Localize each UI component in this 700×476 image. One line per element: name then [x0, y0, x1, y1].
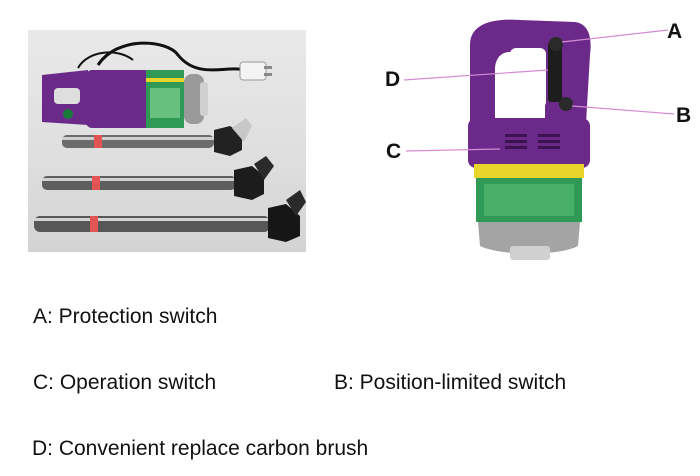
vent-slots: [505, 134, 560, 149]
callout-a: A: [667, 20, 683, 43]
carbon-brush-cover: [548, 42, 562, 102]
handle-grip-hole: [54, 88, 80, 104]
motor-body: [86, 70, 156, 128]
power-cord-loop: [77, 51, 134, 69]
callout-line-d: [403, 69, 549, 81]
power-cord: [96, 41, 244, 72]
protection-switch: [549, 37, 563, 51]
product-photo: [28, 30, 306, 252]
handle-opening: [510, 48, 546, 108]
caption-position-limited-switch: B: Position-limited switch: [334, 371, 567, 394]
callout-line-b: [571, 105, 675, 115]
caption-operation-switch: C: Operation switch: [33, 371, 217, 394]
callout-c: C: [386, 140, 402, 163]
shaft-coupling: [510, 246, 550, 260]
plug: [239, 61, 267, 81]
callout-line-c: [405, 148, 501, 152]
callout-b: B: [676, 104, 692, 127]
motor-base-cap: [478, 222, 580, 254]
motor-unit-diagram: [403, 19, 675, 260]
callout-line-a: [561, 29, 669, 43]
yellow-band: [474, 164, 584, 178]
motor-end-cap: [184, 74, 204, 124]
position-limited-switch: [559, 97, 573, 111]
callout-d: D: [385, 68, 401, 91]
motor-body-upper: [468, 118, 590, 168]
caption-protection-switch: A: Protection switch: [33, 305, 218, 328]
caption-carbon-brush: D: Convenient replace carbon brush: [32, 437, 369, 460]
blender-kit-illustration: [34, 41, 306, 242]
